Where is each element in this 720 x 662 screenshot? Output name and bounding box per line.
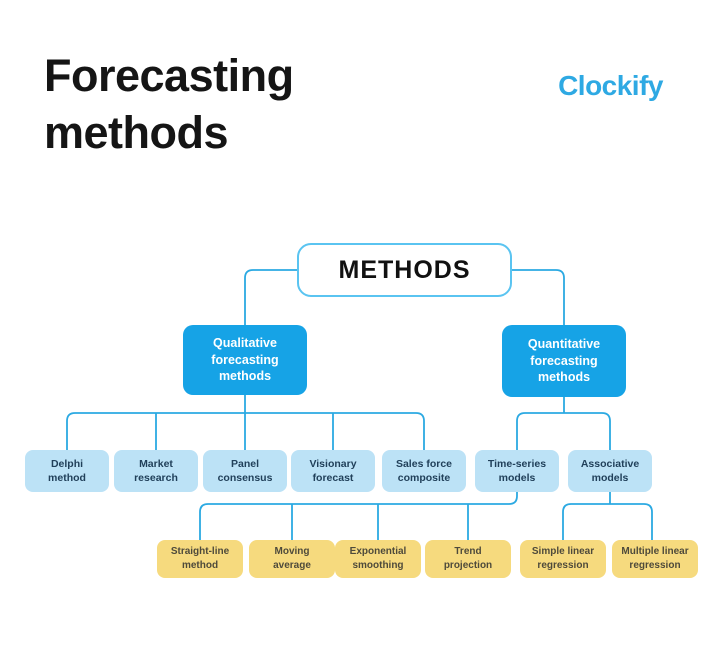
node-exponential-smoothing: Exponential smoothing bbox=[335, 540, 421, 578]
node-straight-line-method: Straight-line method bbox=[157, 540, 243, 578]
node-sales-force-composite: Sales force composite bbox=[382, 450, 466, 492]
connector-quantitative-bus bbox=[516, 412, 611, 450]
node-quantitative-methods: Quantitative forecasting methods bbox=[502, 325, 626, 397]
node-delphi-method: Delphi method bbox=[25, 450, 109, 492]
connector-root-to-quantitative bbox=[512, 269, 565, 325]
node-simple-linear-regression: Simple linear regression bbox=[520, 540, 606, 578]
node-trend-projection: Trend projection bbox=[425, 540, 511, 578]
node-qualitative-methods: Qualitative forecasting methods bbox=[183, 325, 307, 395]
node-associative-models: Associative models bbox=[568, 450, 652, 492]
connector-timeseries-bus bbox=[199, 492, 518, 540]
connector-associative-bus bbox=[562, 503, 653, 540]
node-panel-consensus: Panel consensus bbox=[203, 450, 287, 492]
node-market-research: Market research bbox=[114, 450, 198, 492]
page-title: Forecasting methods bbox=[44, 50, 294, 158]
node-methods-root: METHODS bbox=[297, 243, 512, 297]
node-moving-average: Moving average bbox=[249, 540, 335, 578]
node-multiple-linear-regression: Multiple linear regression bbox=[612, 540, 698, 578]
connector-qualitative-bus bbox=[66, 412, 425, 450]
clockify-logo: Clockify bbox=[558, 70, 663, 101]
connector-root-to-qualitative bbox=[244, 269, 297, 325]
node-visionary-forecast: Visionary forecast bbox=[291, 450, 375, 492]
node-time-series-models: Time-series models bbox=[475, 450, 559, 492]
